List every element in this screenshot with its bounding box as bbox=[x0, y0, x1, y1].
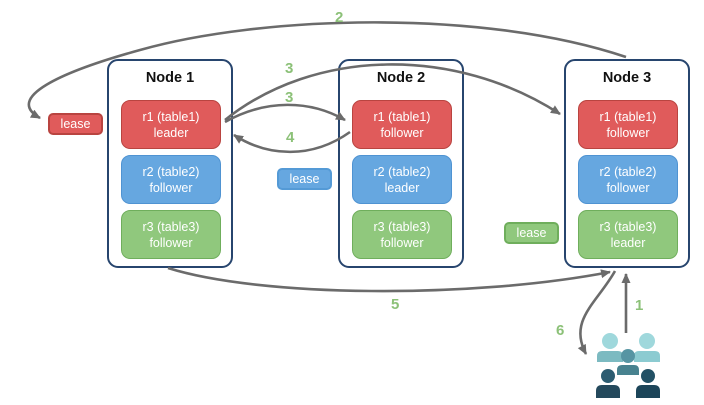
node2-replica-r2: r2 (table2) leader bbox=[352, 155, 452, 204]
node-2: Node 2 r1 (table1) follower r2 (table2) … bbox=[338, 59, 464, 268]
node1-replica-r2: r2 (table2) follower bbox=[121, 155, 221, 204]
node3-replica-r3: r3 (table3) leader bbox=[578, 210, 678, 259]
node1-replica-r3: r3 (table3) follower bbox=[121, 210, 221, 259]
replica-range: r1 (table1) bbox=[142, 109, 200, 124]
node-3: Node 3 r1 (table1) follower r2 (table2) … bbox=[564, 59, 690, 268]
replica-range: r1 (table1) bbox=[599, 109, 657, 124]
arrow-step-3-to-node2 bbox=[224, 103, 346, 124]
node-3-title: Node 3 bbox=[602, 70, 652, 86]
replica-role: follower bbox=[149, 235, 193, 250]
users-icon bbox=[596, 333, 660, 398]
replica-role: leader bbox=[384, 180, 420, 195]
step-label-3a: 3 bbox=[285, 60, 294, 77]
replica-range: r3 (table3) bbox=[373, 219, 431, 234]
step-label-1: 1 bbox=[635, 297, 644, 314]
replica-role: follower bbox=[380, 235, 424, 250]
replica-role: follower bbox=[606, 180, 650, 195]
node3-replica-r1: r1 (table1) follower bbox=[578, 100, 678, 149]
lease-badge-green: lease bbox=[504, 222, 559, 244]
replica-role: follower bbox=[380, 125, 424, 140]
replica-role: leader bbox=[610, 235, 646, 250]
replica-range: r2 (table2) bbox=[142, 164, 200, 179]
replica-role: follower bbox=[606, 125, 650, 140]
lease-badge-blue: lease bbox=[277, 168, 332, 190]
step-label-2: 2 bbox=[335, 9, 344, 26]
replica-range: r1 (table1) bbox=[373, 109, 431, 124]
step-label-5: 5 bbox=[391, 296, 400, 313]
replica-role: leader bbox=[153, 125, 189, 140]
node1-replica-r1: r1 (table1) leader bbox=[121, 100, 221, 149]
replica-range: r2 (table2) bbox=[599, 164, 657, 179]
node-1: Node 1 r1 (table1) leader r2 (table2) fo… bbox=[107, 59, 233, 268]
replica-role: follower bbox=[149, 180, 193, 195]
arrow-step-6 bbox=[577, 270, 617, 355]
arrow-step-5 bbox=[167, 266, 611, 293]
lease-badge-red: lease bbox=[48, 113, 103, 135]
replica-range: r3 (table3) bbox=[599, 219, 657, 234]
step-label-3b: 3 bbox=[285, 89, 294, 106]
replica-range: r2 (table2) bbox=[373, 164, 431, 179]
node-2-title: Node 2 bbox=[376, 70, 426, 86]
node2-replica-r3: r3 (table3) follower bbox=[352, 210, 452, 259]
step-label-4: 4 bbox=[286, 129, 295, 146]
node-1-title: Node 1 bbox=[145, 70, 195, 86]
replica-range: r3 (table3) bbox=[142, 219, 200, 234]
node3-replica-r2: r2 (table2) follower bbox=[578, 155, 678, 204]
step-label-6: 6 bbox=[556, 322, 565, 339]
node2-replica-r1: r1 (table1) follower bbox=[352, 100, 452, 149]
